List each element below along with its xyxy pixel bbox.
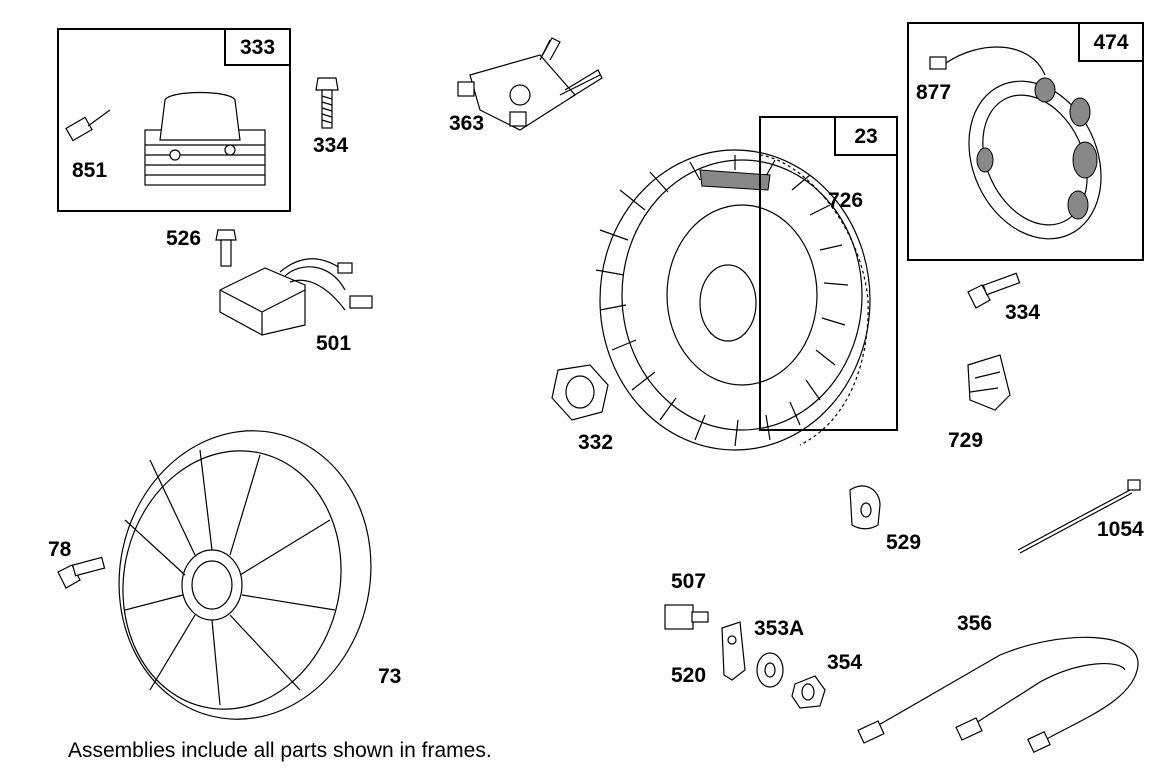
bolt-526-drawing	[215, 229, 237, 267]
flywheel-drawing	[595, 149, 871, 451]
part-label-334-top[interactable]: 334	[313, 134, 349, 157]
frame-ignition-coil	[57, 28, 291, 212]
part-label-78[interactable]: 78	[48, 538, 72, 561]
frame-tag-23[interactable]: 23	[834, 116, 898, 156]
part-label-501[interactable]: 501	[316, 332, 352, 355]
bracket-363-drawing	[457, 37, 603, 131]
clip-729-drawing	[967, 354, 1011, 411]
part-label-726[interactable]: 726	[828, 189, 864, 212]
armature-drawing	[929, 46, 1102, 240]
part-label-1054[interactable]: 1054	[1097, 518, 1144, 541]
part-label-507[interactable]: 507	[671, 570, 707, 593]
bolt-334-drawing	[315, 77, 339, 129]
nut-332-drawing	[551, 364, 609, 421]
frame-tag-333[interactable]: 333	[224, 28, 291, 66]
part-label-334-right[interactable]: 334	[1005, 301, 1041, 324]
wire-harness-drawing	[857, 636, 1139, 753]
part-label-354[interactable]: 354	[827, 651, 863, 674]
switch-hardware-drawing	[664, 604, 826, 709]
part-label-729[interactable]: 729	[948, 429, 984, 452]
part-label-73[interactable]: 73	[378, 665, 402, 688]
part-label-520[interactable]: 520	[671, 664, 707, 687]
cable-tie-drawing	[1017, 479, 1141, 554]
frame-armature	[907, 22, 1144, 261]
part-label-529[interactable]: 529	[886, 531, 922, 554]
assemblies-note: Assemblies include all parts shown in fr…	[68, 739, 492, 762]
grommet-529-drawing	[849, 485, 881, 530]
bolt-334b-drawing	[967, 272, 1021, 309]
flywheel-screen-drawing	[57, 430, 372, 720]
part-label-363[interactable]: 363	[449, 112, 485, 135]
frame-tag-474[interactable]: 474	[1078, 22, 1144, 62]
regulator-501-drawing	[219, 258, 373, 336]
part-label-851[interactable]: 851	[72, 159, 108, 182]
part-label-877[interactable]: 877	[916, 81, 952, 104]
part-label-526[interactable]: 526	[166, 227, 202, 250]
part-label-356[interactable]: 356	[957, 612, 993, 635]
frame-flywheel	[759, 116, 898, 431]
ignition-coil-drawing	[65, 36, 266, 186]
part-label-332[interactable]: 332	[578, 431, 614, 454]
part-label-353A[interactable]: 353A	[754, 617, 805, 640]
